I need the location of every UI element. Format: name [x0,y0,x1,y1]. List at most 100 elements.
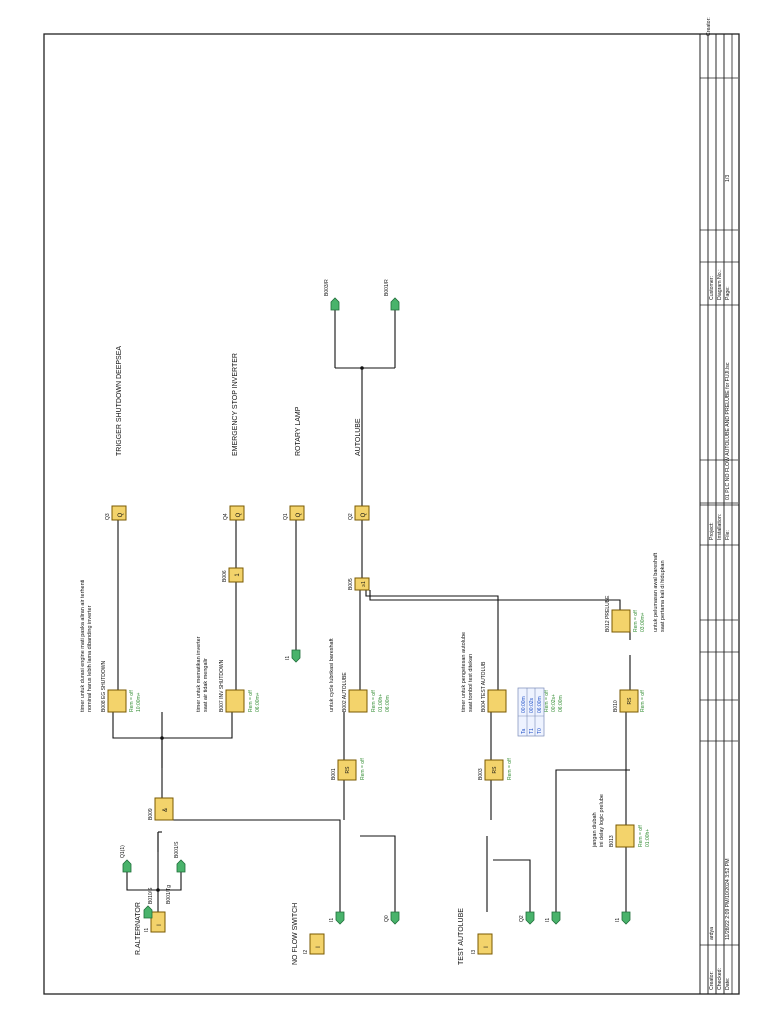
block-b004-param-1: Rem = off [544,690,550,712]
input-i1: I [150,911,166,933]
svg-text:Q: Q [118,512,124,517]
block-b012-param-2: 03:00m+ [640,612,646,632]
block-b008-tag: B008 EG SHUTDOWN [101,660,107,712]
block-b008-param-2: 10:00m+ [136,692,142,712]
block-b012-note-2: saat pertama kali di hidupkan [660,560,666,632]
title-date: 11/28/22 2:09 PM/10/2024 3:52 PM [725,858,731,940]
block-b001-tag: B001 [331,768,337,780]
block-b008-param-1: Rem = off [129,690,135,712]
block-b008-note-1: timer untuk durasi engine mati paska ali… [80,580,86,712]
block-b008-note-2: nominal harus lebih lama dibanding inver… [87,605,93,712]
flag-b001s: B001/S [174,841,180,858]
flag-q0-b: Q2 [519,915,525,922]
block-b007-param-2: 06:00m+ [255,692,261,712]
block-b004-param-2: 00:02s+ [551,694,557,712]
block-b004-param-3: 06:00m [558,695,564,712]
block-b012-note-1: untuk pelumasan awal bareshaft [653,552,659,632]
block-b003-param: Rem = off [507,758,513,780]
output-q4-tag: Q4 [223,513,229,520]
block-b006-sym: 1 [235,573,241,577]
creator-label: Creator: [706,17,712,36]
output-q2-tag: Q2 [348,513,354,520]
block-b006 [228,567,244,583]
title-file: 01 PLC NO FLOW AUTOLUBE AND PRELUBE for … [725,362,731,500]
input-i3: I [477,933,493,955]
block-b012-tag: B012 PRELUBE [605,595,611,632]
block-b007 [225,689,245,713]
block-b007-note-2: saat air tidak mengalir [203,658,209,712]
input-i3-name: TEST AUTOLUBE [458,908,465,965]
input-i1-name: R.ALTERNATOR [135,902,142,955]
block-b001-sym: RS [345,766,351,774]
block-b009 [154,797,174,821]
title-date-label: Date: [725,978,731,990]
block-b007-tag: B007 INV SHUTDOWN [219,659,225,712]
svg-text:Q: Q [296,512,302,517]
sheet-border [43,33,740,995]
svg-text:Q: Q [361,512,367,517]
block-b002-param-2: 01:00h+ [378,694,384,712]
block-b010 [619,689,639,713]
flag-q1: Q1(1) [120,845,126,858]
block-b004-note-2: saat tombol test ditekan [468,654,474,712]
block-b003-tag: B003 [478,768,484,780]
block-b006-tag: B006 [222,570,228,582]
flag-i1-a: I1 [285,656,291,660]
block-b013-tag: B013 [609,835,615,847]
title-checked-label: Checked: [717,968,723,990]
block-b002-param-3: 06:00m [385,695,391,712]
output-q2: Q [354,505,370,521]
block-b003 [484,759,504,781]
block-b007-param-1: Rem = off [248,690,254,712]
flag-b003r-top: B003/R [324,279,330,296]
timing-row-1-val: 00:00m [521,696,527,713]
timing-row-3-val: 06:00m [537,696,543,713]
output-q3-desc: TRIGGER SHUTDOWN DEEPSEA [116,346,123,456]
block-b005-tag: B005 [348,578,354,590]
block-b013-note-1: jangan diubah [592,812,598,848]
block-b013-param-1: Rem = off [638,825,644,847]
timing-row-1-key: Ta [521,729,527,735]
svg-text:Q: Q [236,512,242,517]
input-i2-name: NO FLOW SWITCH [292,903,299,965]
output-q4: Q [229,505,245,521]
block-b009-sym: & [163,808,169,812]
flag-b001r: B001/R [384,279,390,296]
block-b005-sym: ≥1 [361,581,367,587]
title-diagram-label: Diagram No.: [717,269,723,300]
title-customer-label: Customer: [709,276,715,300]
title-creator-label: Creator: [709,971,715,990]
block-b010-param: Rem = off [640,690,646,712]
block-b010-tag: B010 [613,700,619,712]
svg-text:I: I [157,924,163,926]
block-b002 [348,689,368,713]
block-b001 [337,759,357,781]
block-b012 [611,609,631,633]
title-page: 1/3 [725,175,731,182]
title-creator: ardya [709,927,715,940]
timing-row-2-val: 00:02s [529,697,535,713]
svg-text:I: I [316,946,322,948]
flag-i1-b: I1 [329,918,335,922]
block-b003-sym: RS [492,766,498,774]
input-i2: I [309,933,325,955]
flag-b010s: B010/S [148,887,154,904]
output-q1-tag: Q1 [283,513,289,520]
timing-row-2-key: T1 [529,728,535,734]
block-b002-tag: B002 AUTOLUBE [342,672,348,712]
output-q2-desc: AUTOLUBE [355,418,362,456]
block-b008 [107,689,127,713]
title-block-lines [699,34,739,994]
title-file-label: File: [725,530,731,540]
input-i1-tag: I1 [144,928,150,932]
block-b013-param-2: 01:00h+ [645,829,651,847]
output-q1-desc: ROTARY LAMP [295,406,302,456]
block-b013-note-2: ini delay logic prelube [599,794,605,847]
title-project-label: Project: [709,522,715,540]
block-b010-sym: RS [627,697,633,705]
svg-text:I: I [484,946,490,948]
title-page-label: Page: [725,286,731,300]
block-b013 [615,824,635,848]
block-b004 [487,689,507,713]
